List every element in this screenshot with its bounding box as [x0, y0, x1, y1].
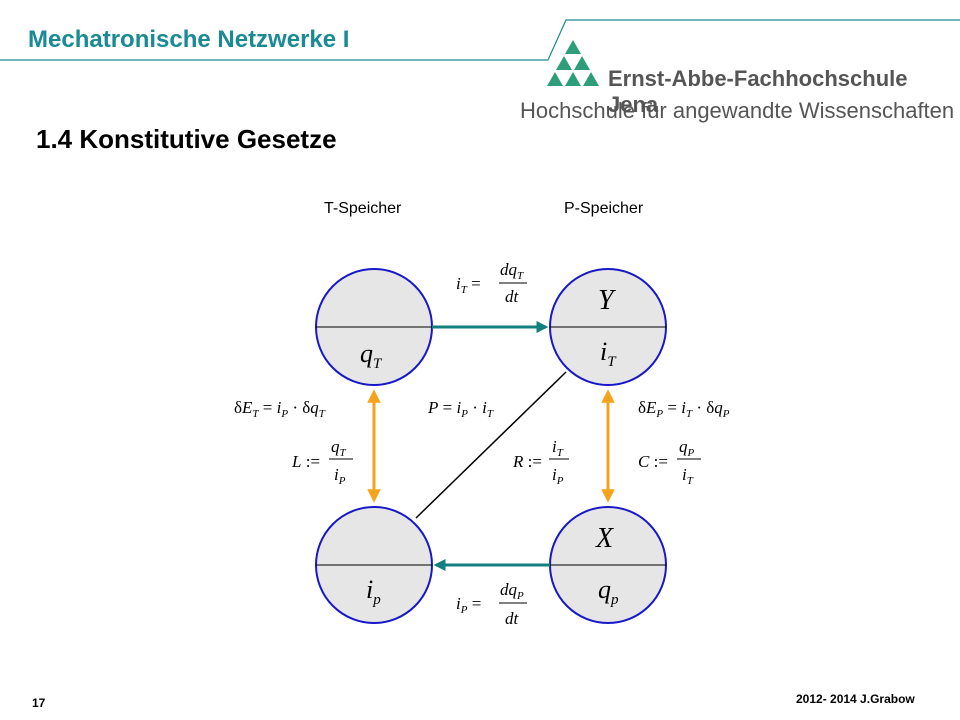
page-number: 17: [32, 696, 46, 710]
equation-energy-p: δEP = iT · δqP: [638, 398, 730, 420]
equation-resistance: R := iT iP: [512, 437, 569, 487]
slide-title: 1.4 Konstitutive Gesetze: [36, 124, 337, 154]
svg-text:dt: dt: [505, 287, 520, 306]
equation-inductance: L := qT iP: [291, 437, 353, 487]
equation-capacitance: C := qP iT: [638, 437, 701, 487]
svg-text:dqT: dqT: [500, 260, 524, 282]
svg-text:dt: dt: [505, 609, 520, 628]
svg-text:iP: iP: [334, 465, 346, 487]
svg-text:L :=: L :=: [291, 452, 320, 471]
svg-text:Y: Y: [598, 285, 617, 316]
svg-text:qT: qT: [331, 437, 347, 459]
node-top-right: Y iT: [549, 268, 667, 386]
organization-subtitle: Hochschule für angewandte Wissenschaften: [520, 98, 955, 123]
svg-text:iP: iP: [552, 465, 564, 487]
university-logo-icon: [547, 40, 599, 86]
node-bottom-right: X qp: [549, 506, 667, 624]
p-storage-label: P-Speicher: [564, 200, 644, 217]
equation-energy-t: δET = iP · δqT: [234, 398, 326, 420]
equation-top-arrow: iT = dqT dt: [456, 260, 527, 306]
course-title: Mechatronische Netzwerke I: [28, 26, 350, 53]
equation-bottom-arrow: iP = dqP dt: [456, 580, 527, 628]
diagonal-connection: [415, 371, 567, 519]
node-top-left: qT: [315, 268, 433, 386]
t-storage-label: T-Speicher: [324, 200, 402, 217]
svg-text:dqP: dqP: [500, 580, 524, 602]
copyright-note: 2012- 2014 J.Grabow: [796, 692, 915, 706]
svg-text:R :=: R :=: [512, 452, 542, 471]
svg-text:iP =: iP =: [456, 594, 481, 616]
svg-text:C :=: C :=: [638, 452, 668, 471]
svg-text:iT: iT: [682, 465, 694, 487]
node-bottom-left: ip: [315, 506, 433, 624]
svg-text:X: X: [595, 523, 614, 554]
svg-text:iT =: iT =: [456, 274, 481, 296]
organization-name: Ernst-Abbe-Fachhochschule Jena: [608, 66, 908, 117]
svg-text:qP: qP: [679, 437, 695, 459]
svg-text:iT: iT: [552, 437, 564, 459]
equation-power: P = iP · iT: [427, 398, 494, 420]
header-rule: [0, 19, 960, 61]
